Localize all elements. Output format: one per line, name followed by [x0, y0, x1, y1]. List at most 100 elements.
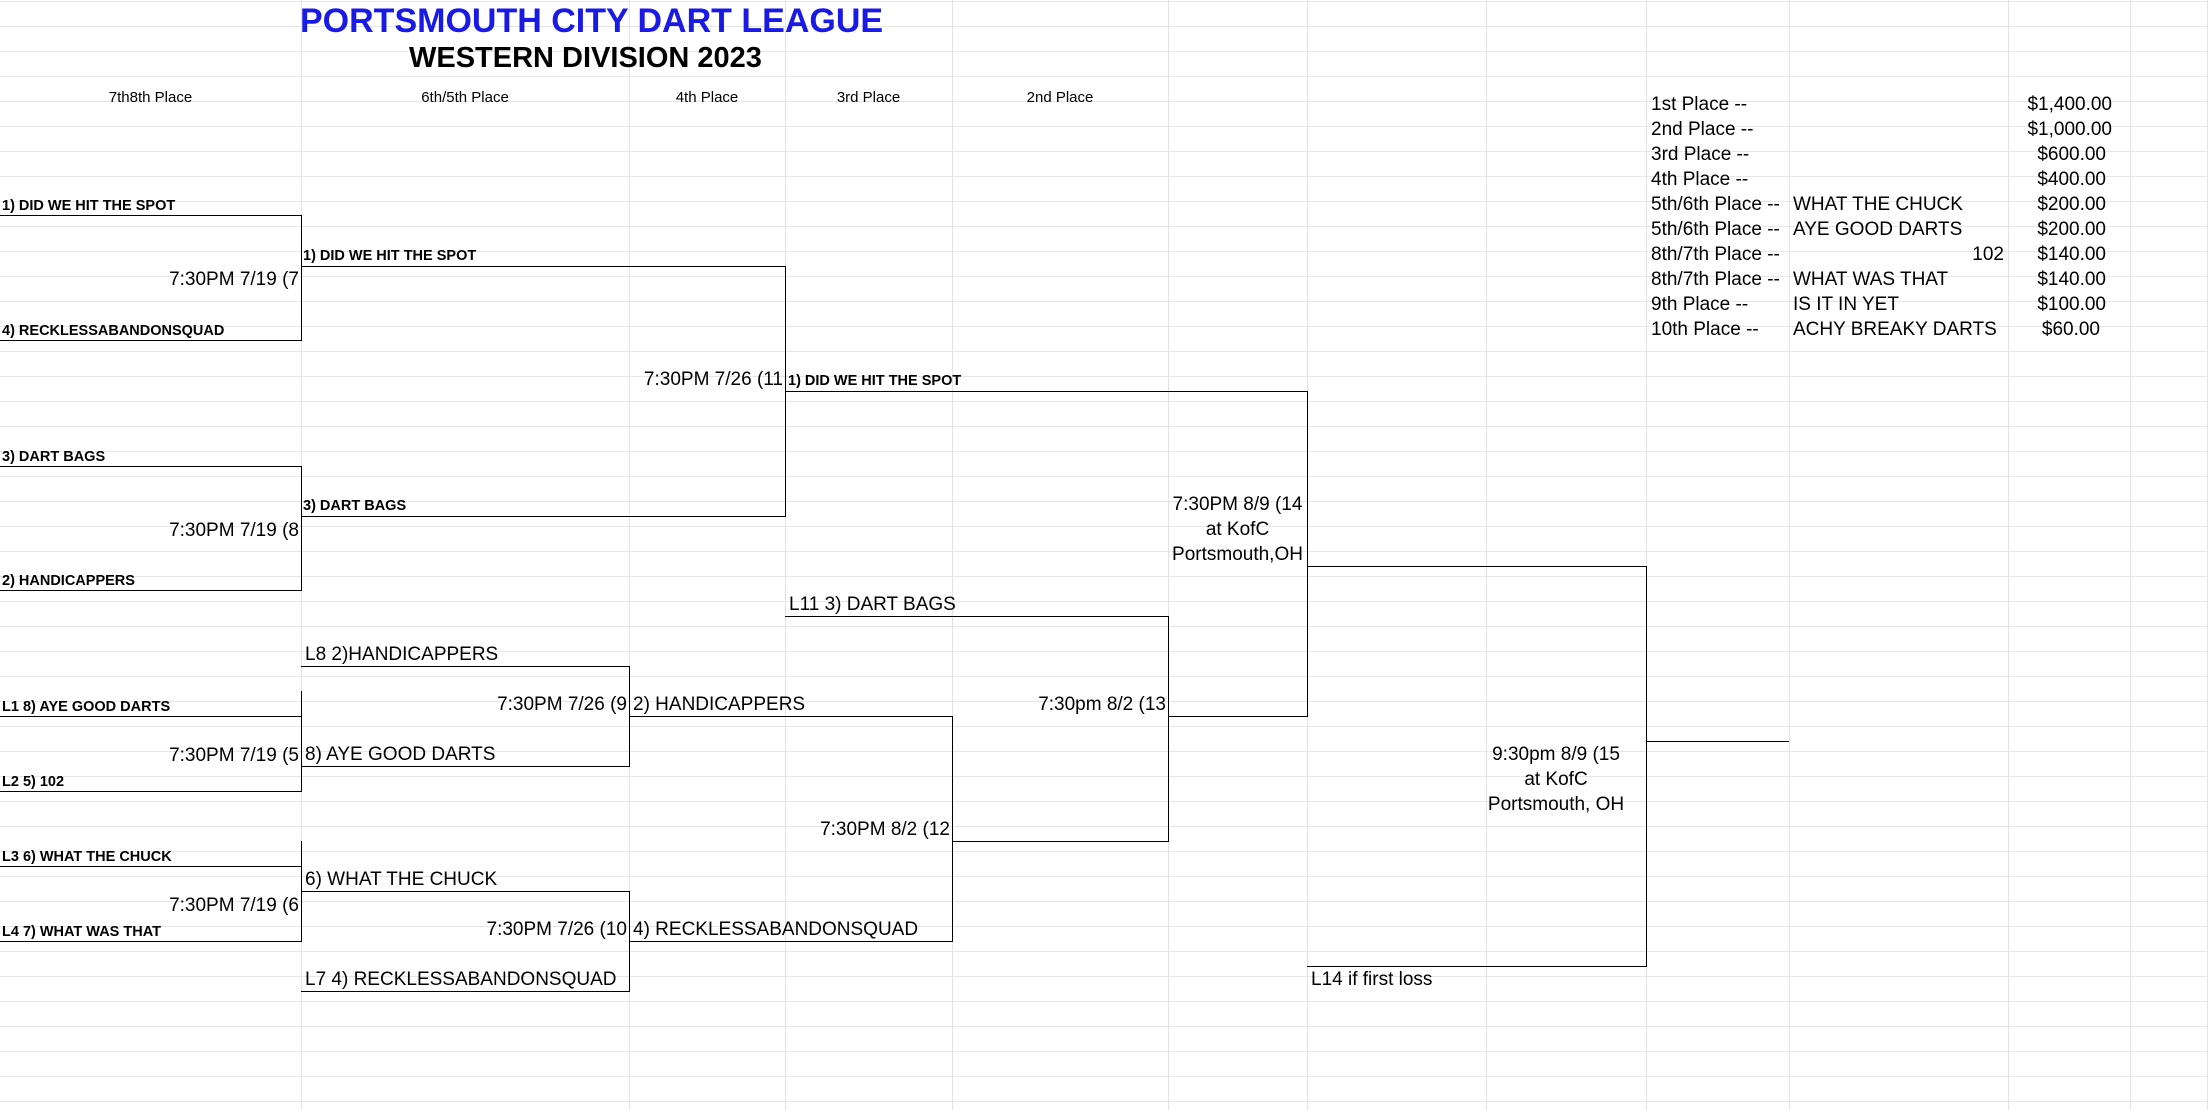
prize-team: IS IT IN YET [1793, 294, 1899, 315]
game-location: Portsmouth,OH [1172, 544, 1303, 565]
gridline [629, 0, 630, 1110]
prize-amount: $1,400.00 [2027, 94, 2112, 115]
game-location: at KofC [1524, 769, 1588, 790]
prize-place: 5th/6th Place -- [1651, 194, 1780, 215]
bracket-line [1168, 616, 1169, 841]
game-time: 7:30PM 7/19 (7 [169, 269, 299, 290]
bracket-line [0, 791, 302, 792]
bracket-line [301, 466, 302, 591]
bracket-line [0, 340, 302, 341]
prize-extra: 102 [1972, 244, 2004, 265]
column-header: 4th Place [675, 89, 739, 106]
bracket-line [1646, 566, 1647, 966]
gridline [1168, 0, 1169, 1110]
prize-amount: $200.00 [2037, 219, 2106, 240]
prize-team: WHAT WAS THAT [1793, 269, 1949, 290]
bracket-line [0, 466, 302, 467]
gridline [952, 0, 953, 1110]
bracket-line [301, 691, 302, 791]
team-label: L3 6) WHAT THE CHUCK [2, 849, 172, 865]
bracket-line [301, 991, 630, 992]
team-label: 6) WHAT THE CHUCK [305, 869, 498, 890]
bracket-line [1168, 716, 1308, 717]
bracket-line [301, 516, 786, 517]
team-label: L11 3) DART BAGS [789, 594, 956, 615]
team-label: L2 5) 102 [2, 774, 65, 790]
bracket-line [301, 766, 630, 767]
game-time: 7:30PM 8/9 (14 [1172, 494, 1303, 515]
bracket-line [301, 266, 786, 267]
team-label: 4) RECKLESSABANDONSQUAD [2, 323, 225, 339]
prize-place: 3rd Place -- [1651, 144, 1750, 165]
bracket-line [1307, 391, 1308, 716]
game-time: 7:30PM 7/26 (9 [497, 694, 627, 715]
prize-place: 2nd Place -- [1651, 119, 1754, 140]
bracket-line [301, 891, 630, 892]
gridline [1486, 0, 1487, 1110]
prize-amount: $600.00 [2037, 144, 2106, 165]
gridline [1789, 0, 1790, 1110]
game-time: 7:30PM 7/26 (10 [486, 919, 627, 940]
bracket-line [0, 866, 302, 867]
bracket-line [1646, 741, 1789, 742]
bracket-line [629, 716, 953, 717]
bracket-note: L14 if first loss [1311, 969, 1433, 990]
bracket-line [0, 941, 302, 942]
game-time: 7:30PM 7/19 (6 [169, 895, 299, 916]
prize-team: WHAT THE CHUCK [1793, 194, 1963, 215]
column-header: 3rd Place [836, 89, 901, 106]
bracket-line [1307, 566, 1647, 567]
bracket-line [301, 215, 302, 341]
team-label: L8 2)HANDICAPPERS [305, 644, 499, 665]
team-label: L1 8) AYE GOOD DARTS [2, 699, 171, 715]
bracket-line [301, 666, 630, 667]
team-label: L4 7) WHAT WAS THAT [2, 924, 161, 940]
prize-place: 5th/6th Place -- [1651, 219, 1780, 240]
prize-amount: $140.00 [2037, 269, 2106, 290]
team-label: 4) RECKLESSABANDONSQUAD [633, 919, 919, 940]
prize-place: 8th/7th Place -- [1651, 244, 1780, 265]
game-location: at KofC [1205, 519, 1270, 540]
game-time: 7:30PM 7/19 (8 [169, 520, 299, 541]
bracket-line [952, 716, 953, 941]
prize-place: 9th Place -- [1651, 294, 1749, 315]
team-label: 2) HANDICAPPERS [633, 694, 806, 715]
bracket-line [1307, 966, 1647, 967]
bracket-line [629, 941, 953, 942]
page-subtitle: WESTERN DIVISION 2023 [409, 42, 762, 74]
column-header: 6th/5th Place [421, 89, 509, 106]
bracket-line [785, 616, 1169, 617]
bracket-line [0, 215, 302, 216]
bracket-line [952, 841, 1169, 842]
prize-amount: $400.00 [2037, 169, 2106, 190]
team-label: 8) AYE GOOD DARTS [305, 744, 496, 765]
gridline [2008, 0, 2009, 1110]
team-label: 3) DART BAGS [303, 498, 407, 514]
team-label: 1) DID WE HIT THE SPOT [2, 198, 176, 214]
gridline [2130, 0, 2131, 1110]
prize-amount: $1,000.00 [2027, 119, 2112, 140]
column-header: 7th8th Place [108, 89, 193, 106]
gridline [785, 0, 786, 1110]
game-time: 7:30PM 8/2 (12 [820, 819, 950, 840]
prize-amount: $140.00 [2037, 244, 2106, 265]
game-time: 7:30PM 7/19 (5 [169, 745, 299, 766]
prize-place: 1st Place -- [1651, 94, 1748, 115]
prize-team: ACHY BREAKY DARTS [1793, 319, 1997, 340]
game-time: 9:30pm 8/9 (15 [1492, 744, 1620, 765]
team-label: 1) DID WE HIT THE SPOT [788, 373, 962, 389]
bracket-line [0, 716, 302, 717]
prize-place: 10th Place -- [1651, 319, 1759, 340]
bracket-line [785, 391, 1308, 392]
prize-amount: $60.00 [2041, 319, 2100, 340]
prize-team: AYE GOOD DARTS [1793, 219, 1963, 240]
game-time: 7:30PM 7/26 (11 [643, 369, 783, 390]
page-title: PORTSMOUTH CITY DART LEAGUE [300, 2, 884, 40]
team-label: 3) DART BAGS [2, 449, 106, 465]
prize-place: 8th/7th Place -- [1651, 269, 1780, 290]
bracket-line [0, 590, 302, 591]
column-header: 2nd Place [1026, 89, 1094, 106]
game-time: 7:30pm 8/2 (13 [1038, 694, 1166, 715]
team-label: L7 4) RECKLESSABANDONSQUAD [305, 969, 617, 990]
